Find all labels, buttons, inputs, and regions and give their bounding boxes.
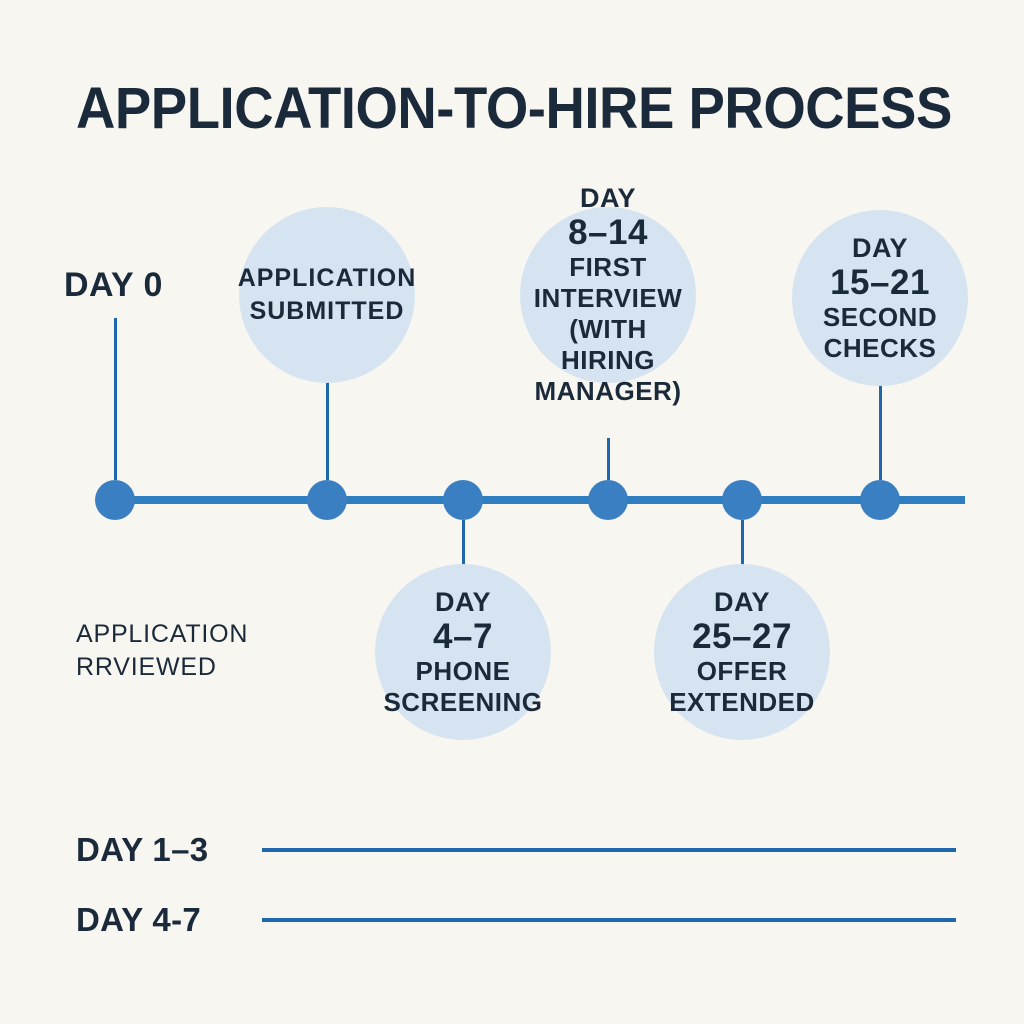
timeline-axis <box>115 496 965 504</box>
label-day-zero: DAY 0 <box>64 266 163 304</box>
legend-label-day-1-3: DAY 1–3 <box>76 831 209 868</box>
milestone-bubble-second-checks[interactable]: DAY 15–21 SECOND CHECKS <box>792 210 968 386</box>
timeline-node-4[interactable] <box>588 480 628 520</box>
milestone-day-number-second-checks: 15–21 <box>830 262 930 302</box>
milestone-bubble-phone-screening[interactable]: DAY 4–7 PHONE SCREENING <box>375 564 551 740</box>
milestone-day-word-second-checks: DAY <box>851 232 909 263</box>
legend-row-day-1-3: DAY 1–3 <box>76 828 956 872</box>
milestone-bubble-offer-extended[interactable]: DAY 25–27 OFFER EXTENDED <box>654 564 830 740</box>
connector-stem-first-interview <box>606 438 610 480</box>
milestone-bubble-first-interview[interactable]: DAY 8–14 FIRST INTERVIEW (WITH HIRING MA… <box>520 183 696 406</box>
milestone-bubble-application-submitted[interactable]: APPLICATION SUBMITTED <box>237 207 417 383</box>
connector-stem-second-checks <box>878 385 882 480</box>
connector-stem-phone-screening <box>461 520 465 568</box>
timeline-node-6[interactable] <box>860 480 900 520</box>
milestone-day-number-phone-screening: 4–7 <box>433 616 493 656</box>
milestone-day-word-phone-screening: DAY <box>434 586 492 617</box>
connector-stem-day-zero <box>113 318 117 480</box>
legend-row-day-4-7: DAY 4-7 <box>76 898 956 942</box>
milestone-day-word-first-interview: DAY <box>579 183 637 213</box>
milestone-label-offer-extended: OFFER EXTENDED <box>669 655 815 717</box>
milestone-day-word-offer-extended: DAY <box>713 586 771 617</box>
connector-stem-offer-extended <box>740 520 744 568</box>
milestone-label-first-interview: FIRST INTERVIEW (WITH HIRING MANAGER) <box>533 252 683 406</box>
milestone-label-application-submitted: APPLICATION SUBMITTED <box>237 264 417 325</box>
legend-label-day-4-7: DAY 4-7 <box>76 901 202 938</box>
label-application-reviewed: APPLICATION RRVIEWED <box>76 620 249 681</box>
milestone-label-second-checks: SECOND CHECKS <box>822 301 938 363</box>
timeline-node-1[interactable] <box>95 480 135 520</box>
milestone-label-phone-screening: PHONE SCREENING <box>383 655 543 717</box>
page-title: APPLICATION-TO-HIRE PROCESS <box>76 76 952 141</box>
timeline-node-3[interactable] <box>443 480 483 520</box>
legend-rule-day-1-3 <box>262 848 956 852</box>
milestone-day-number-first-interview: 8–14 <box>568 213 648 252</box>
timeline-node-2[interactable] <box>307 480 347 520</box>
timeline-node-5[interactable] <box>722 480 762 520</box>
milestone-day-number-offer-extended: 25–27 <box>692 616 792 656</box>
connector-stem-application-submitted <box>325 382 329 480</box>
legend-rule-day-4-7 <box>262 918 956 922</box>
